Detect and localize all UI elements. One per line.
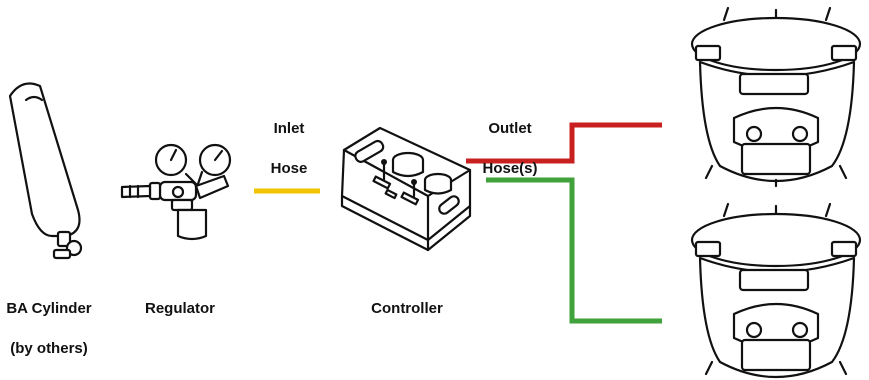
outlet-hose-label-line2: Hose(s): [482, 160, 538, 177]
controller-label-text: Controller: [371, 300, 443, 317]
inlet-hose-label-line2: Hose: [270, 160, 308, 177]
outlet-hose-label-line1: Outlet: [488, 120, 532, 137]
controller-icon: [340, 126, 472, 252]
suit-icon: [690, 6, 862, 188]
ba-cylinder-label-line2: (by others): [10, 340, 88, 357]
ba-cylinder-label: BA Cylinder (by others): [0, 279, 98, 379]
regulator-label: Regulator: [130, 279, 230, 339]
inlet-hose-label: Inlet Hose: [248, 99, 330, 199]
outlet-hose-bottom: [486, 177, 662, 324]
outlet-hose-label: Outlet Hose(s): [460, 99, 560, 199]
ba-cylinder-label-line1: BA Cylinder: [6, 300, 92, 317]
regulator-icon: [120, 143, 232, 241]
regulator-label-text: Regulator: [144, 300, 215, 317]
controller-label: Controller: [352, 279, 462, 339]
suit-icon: [690, 202, 862, 379]
ba-cylinder-icon: [8, 82, 83, 260]
outlet-hose-top: [466, 122, 662, 164]
inlet-hose-label-line1: Inlet: [273, 120, 305, 137]
